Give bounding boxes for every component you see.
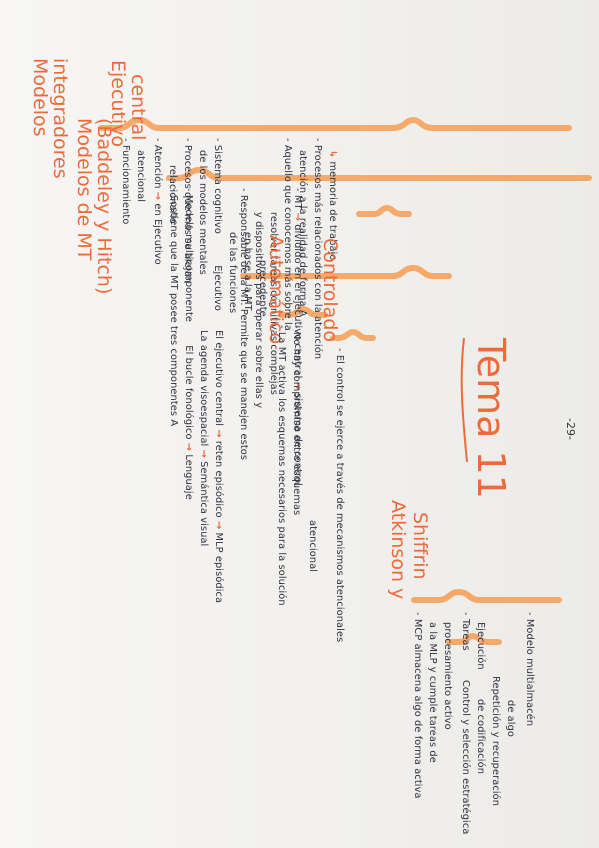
ejecutivo-central-title-2: central (127, 74, 149, 141)
ctrl-line-0: - El control se ejerce a través de mecan… (334, 348, 345, 643)
brace-tareas (446, 633, 502, 645)
atk-line-7: - Modelo multialmacén (524, 612, 535, 727)
atk-line-1: a la MLP y cumple tareas de (427, 622, 438, 763)
auto-line-0: - La MT activa los esquemas necesarios p… (276, 325, 287, 606)
mi-line-5: de las funciones (227, 232, 238, 314)
page-number: -29- (564, 418, 577, 440)
atk-line-6: de algo (505, 700, 516, 737)
ec-line-1: atencional (135, 150, 146, 203)
brace-modelos-integradores (158, 117, 572, 131)
brace-controlado (330, 329, 376, 341)
brace-atkinson (411, 589, 562, 603)
atkinson-title-1: Atkinson y (387, 500, 409, 600)
mt-line-0: - Sostiene que la MT posee tres componen… (168, 188, 179, 427)
ec-line-0: - Funcionamiento (120, 138, 131, 225)
mi-line-3: de los modelos mentales (197, 150, 208, 275)
atk-line-2: procesamiento activo (442, 622, 453, 730)
atk-line-4: Ejecución de codificación (475, 622, 486, 775)
tema-title: Tema 11 (469, 338, 513, 499)
atk-line-5: Repetición y recuperación (490, 676, 501, 807)
mt-line-5: y dispositivos para operar sobre ellas y (253, 212, 264, 409)
brace-modelos-mt (166, 167, 592, 181)
mt-line-4: - Responsable de la MT. Permite que se m… (238, 188, 249, 461)
brace-automatico (278, 306, 328, 318)
mt-line-8: atencional (307, 520, 318, 573)
modelos-integradores-title-2: integradores (49, 58, 71, 179)
mt-line-2: La agenda visoespacial → Semántica visua… (198, 330, 209, 547)
brace-ejecutivo-central (98, 117, 184, 131)
tema-underline (460, 337, 468, 463)
controlado-title: Controlado (319, 238, 341, 343)
mt-line-1: - Modelo multicomponente El bucle fonoló… (183, 188, 194, 500)
brace-multicomponente (356, 205, 412, 217)
atk-line-3: - Tareas Control y selección estratégica (460, 612, 471, 835)
atkinson-title-2: Shiffrin (409, 512, 431, 580)
brace-ejecutivo (240, 265, 452, 279)
mt-line-3: El ejecutivo central → reten episódico →… (213, 330, 224, 604)
mi-line-0: - Atención → en Ejecutivo (152, 138, 163, 265)
atk-line-0: - MCP almacena algo de forma activa (412, 612, 423, 799)
mi-line-4: - Sistema cognitivo Ejecutivo (212, 138, 223, 312)
auto-line-1: - No hay compromiso entre esquemas (291, 325, 302, 516)
